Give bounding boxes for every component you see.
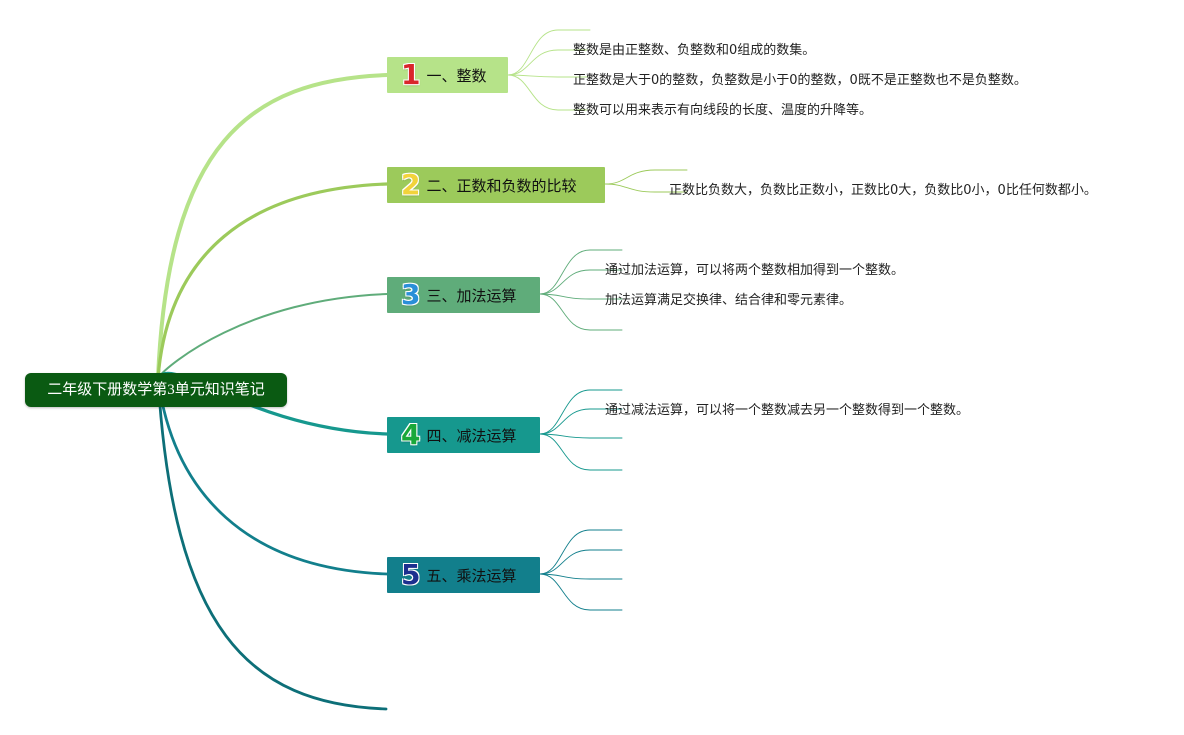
branch-label: 五、乘法运算: [426, 568, 517, 585]
note-integers-1: 整数是由正整数、负整数和0组成的数集。: [573, 43, 816, 58]
sub-connector: [539, 293, 623, 331]
number-badge-3: 3: [401, 278, 421, 311]
note-addition-2: 加法运算满足交换律、结合律和零元素律。: [605, 293, 853, 308]
sub-connector: [539, 293, 623, 300]
branch-compare[interactable]: 2 二、正数和负数的比较: [387, 167, 605, 203]
branch-subtraction[interactable]: 4 四、减法运算: [387, 417, 540, 453]
sub-connector: [539, 549, 623, 575]
branch-addition[interactable]: 3 三、加法运算: [387, 277, 540, 313]
branch-label: 三、加法运算: [426, 288, 517, 305]
sub-connector: [539, 389, 623, 435]
branch-connector: [156, 376, 388, 711]
sub-connector: [507, 29, 591, 76]
note-subtraction-1: 通过减法运算，可以将一个整数减去另一个整数得到一个整数。: [605, 403, 970, 418]
number-badge-5: 5: [401, 558, 421, 591]
branch-connector: [156, 376, 389, 576]
sub-connector: [539, 529, 623, 575]
sub-connector: [604, 183, 688, 193]
sub-connector: [539, 433, 623, 471]
branch-integers[interactable]: 1 一、整数: [387, 57, 508, 93]
branch-connector: [157, 293, 388, 379]
branch-connector: [156, 182, 389, 380]
sub-connector: [539, 269, 623, 295]
sub-connector: [507, 49, 591, 76]
number-badge-1: 1: [401, 58, 421, 91]
sub-connector: [539, 408, 623, 435]
note-addition-1: 通过加法运算，可以将两个整数相加得到一个整数。: [605, 263, 905, 278]
sub-connector: [507, 74, 591, 111]
branch-connector: [156, 73, 389, 380]
sub-connector: [604, 169, 688, 185]
number-badge-4: 4: [401, 418, 421, 451]
sub-connector: [539, 573, 623, 580]
root-topic[interactable]: 二年级下册数学第3单元知识笔记: [25, 373, 287, 407]
number-badge-2: 2: [401, 168, 421, 201]
note-integers-2: 正整数是大于0的整数，负整数是小于0的整数，0既不是正整数也不是负整数。: [573, 73, 1027, 88]
sub-connector: [539, 573, 623, 611]
branch-label: 二、正数和负数的比较: [426, 178, 577, 195]
branch-label: 四、减法运算: [426, 428, 517, 445]
note-integers-3: 整数可以用来表示有向线段的长度、温度的升降等。: [573, 103, 873, 118]
branch-multiplication[interactable]: 5 五、乘法运算: [387, 557, 540, 593]
note-compare-1: 正数比负数大，负数比正数小，正数比0大，负数比0小，0比任何数都小。: [669, 183, 1097, 198]
branch-label: 一、整数: [426, 68, 487, 85]
sub-connector: [539, 249, 623, 295]
sub-connector: [507, 74, 591, 78]
sub-connector: [539, 433, 623, 439]
